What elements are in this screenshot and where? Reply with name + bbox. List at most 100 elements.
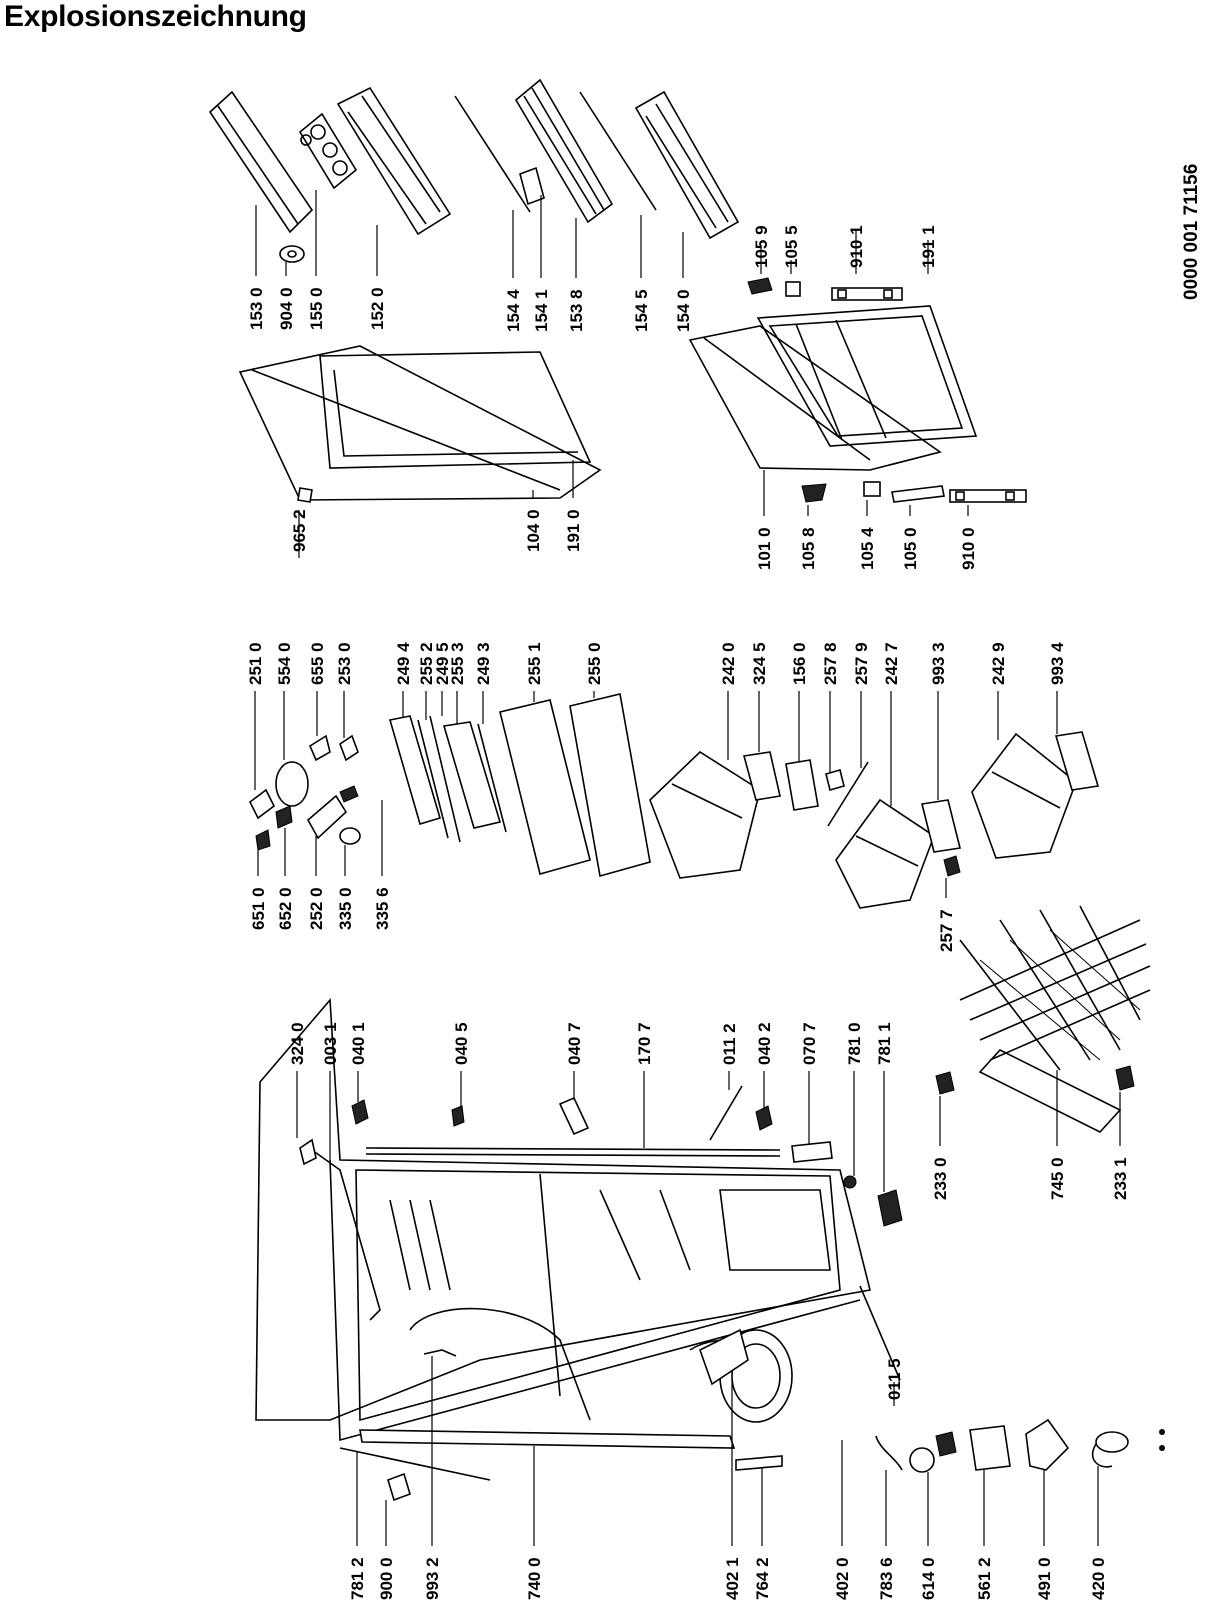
label-101-0: 101 0 — [755, 527, 774, 570]
label-249-3: 249 3 — [474, 642, 493, 685]
cover-993-3 — [921, 799, 961, 853]
strip-740-0 — [359, 1429, 736, 1449]
label-255-2: 255 2 — [417, 642, 436, 685]
part-070-7 — [791, 1141, 833, 1163]
drawer-242-9 — [971, 732, 1077, 859]
part-040-7 — [558, 1096, 590, 1136]
part-040-2 — [755, 1105, 773, 1131]
part-655-0 — [308, 734, 331, 762]
label-152-0: 152 0 — [368, 287, 387, 330]
label-105-5: 105 5 — [782, 225, 801, 268]
label-554-0: 554 0 — [275, 642, 294, 685]
part-251-0 — [248, 788, 276, 820]
part-233-1 — [1115, 1065, 1135, 1091]
label-745-0: 745 0 — [1048, 1157, 1067, 1200]
label-324-5: 324 5 — [750, 642, 769, 685]
label-154-4: 154 4 — [504, 289, 523, 332]
evaporator-745-0 — [959, 905, 1151, 1133]
label-011-2: 011 2 — [720, 1023, 739, 1065]
door-gasket-191-1 — [756, 305, 978, 447]
label-652-0: 652 0 — [276, 887, 295, 930]
part-253-0 — [339, 734, 359, 762]
clip-154-1 — [519, 166, 545, 206]
part-781-1 — [877, 1189, 903, 1227]
hinge-910-1 — [831, 287, 903, 301]
part-781-0 — [843, 1175, 857, 1189]
label-335-0: 335 0 — [336, 887, 355, 930]
cover-324-5 — [742, 751, 781, 801]
label-040-2: 040 2 — [755, 1022, 774, 1065]
label-993-3: 993 3 — [929, 642, 948, 685]
part-614-0 — [909, 1431, 957, 1473]
label-402-0: 402 0 — [833, 1557, 852, 1600]
label-105-4: 105 4 — [858, 527, 877, 570]
cable-783-6 — [875, 1435, 903, 1471]
cover-993-4 — [1054, 731, 1100, 791]
strip-011-5 — [859, 1285, 901, 1381]
crisper-242-0 — [649, 750, 761, 879]
interior-parts-group — [248, 693, 1100, 909]
label-781-2: 781 2 — [348, 1557, 367, 1600]
thermostat-252-0 — [306, 794, 348, 840]
label-781-1: 781 1 — [875, 1022, 894, 1065]
label-255-3: 255 3 — [448, 642, 467, 685]
label-993-2: 993 2 — [423, 1557, 442, 1600]
part-156-0 — [785, 759, 819, 811]
label-561-2: 561 2 — [975, 1557, 994, 1600]
shelf-255-0 — [569, 693, 651, 878]
part-652-0 — [275, 805, 293, 829]
label-252-0: 252 0 — [307, 887, 326, 930]
part-561-2 — [969, 1425, 1011, 1471]
door-parts-group — [208, 78, 903, 301]
label-324-0: 324 0 — [288, 1022, 307, 1065]
label-255-0: 255 0 — [585, 642, 604, 685]
clip-900-0 — [387, 1472, 411, 1502]
label-257-8: 257 8 — [821, 642, 840, 685]
label-257-7: 257 7 — [937, 909, 956, 952]
part-105-9 — [747, 277, 773, 295]
part-105-5 — [785, 281, 801, 297]
label-155-0: 155 0 — [307, 287, 326, 330]
label-251-0: 251 0 — [246, 642, 265, 685]
label-242-9: 242 9 — [989, 642, 1008, 685]
label-154-1: 154 1 — [532, 289, 551, 332]
label-904-0: 904 0 — [277, 287, 296, 330]
part-491-0 — [1025, 1418, 1070, 1471]
label-154-5: 154 5 — [632, 289, 651, 332]
label-242-0: 242 0 — [719, 642, 738, 685]
part-335-6 — [339, 785, 359, 803]
part-257-8 — [825, 769, 845, 791]
label-764-2: 764 2 — [753, 1557, 772, 1600]
label-154-0: 154 0 — [674, 289, 693, 332]
part-105-4 — [863, 481, 881, 497]
rod-781-2 — [339, 1447, 491, 1481]
part-105-8 — [801, 483, 827, 503]
shelf-255-2 — [417, 719, 449, 839]
label-011-5: 011 5 — [885, 1358, 904, 1400]
label-242-7: 242 7 — [882, 642, 901, 685]
knob-904-0 — [279, 245, 305, 263]
door-bin-152-0 — [336, 86, 452, 236]
label-253-0: 253 0 — [335, 642, 354, 685]
hinge-910-0 — [949, 489, 1027, 503]
part-105-0 — [891, 485, 945, 503]
egg-tray-155-0 — [298, 112, 358, 190]
part-993-2 — [423, 1349, 457, 1357]
shelf-255-1 — [499, 699, 591, 875]
lamp-cover-554-0 — [275, 761, 309, 807]
shelf-249-3 — [477, 723, 507, 833]
label-249-5: 249 5 — [433, 642, 452, 685]
door-bin-154-0 — [634, 90, 740, 240]
label-651-0: 651 0 — [249, 887, 268, 930]
part-420-0 — [1091, 1431, 1129, 1468]
label-335-6: 335 6 — [373, 887, 392, 930]
label-781-0: 781 0 — [845, 1022, 864, 1065]
label-402-1: 402 1 — [723, 1557, 742, 1600]
rail-257-9 — [827, 761, 869, 827]
label-783-6: 783 6 — [877, 1557, 896, 1600]
label-900-0: 900 0 — [377, 1557, 396, 1600]
shelf-255-3 — [442, 721, 502, 829]
label-420-0: 420 0 — [1089, 1557, 1108, 1600]
